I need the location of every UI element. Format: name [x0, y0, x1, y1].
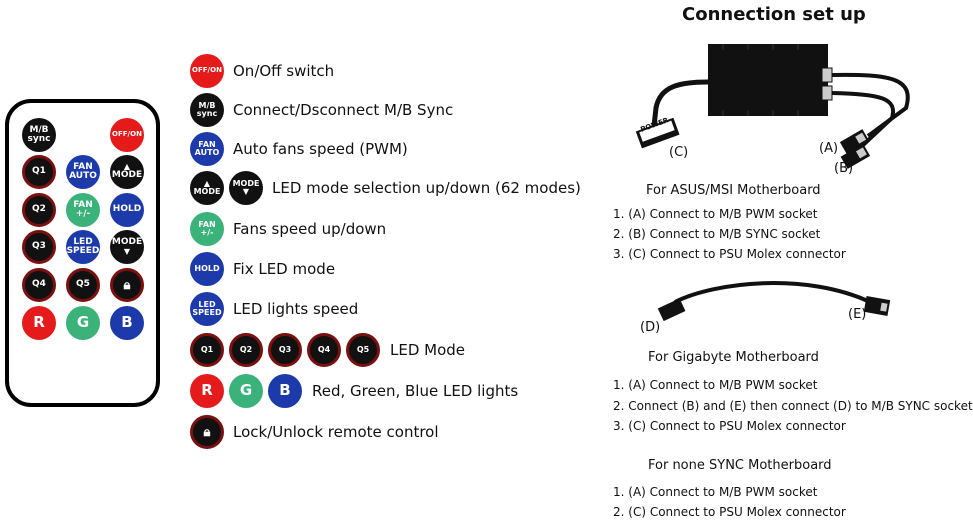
gigabyte-heading: For Gigabyte Motherboard [648, 350, 819, 365]
remote-mode-up-button[interactable]: ▲ MODE [110, 155, 144, 189]
remote-b-button[interactable]: B [110, 306, 144, 340]
legend-mode-label: LED mode selection up/down (62 modes) [272, 179, 581, 197]
label-d: (D) [640, 320, 661, 335]
lock-icon: 🔒︎ [123, 277, 131, 293]
remote-g-button[interactable]: G [66, 306, 100, 340]
power-connector [635, 117, 680, 149]
caret-down-icon: ▼ [123, 246, 131, 256]
remote-mode-down-label: MODE [111, 237, 143, 248]
legend-fan-pm-button: FAN +/- [190, 212, 224, 246]
legend-offon-label: On/Off switch [233, 62, 335, 80]
remote-r-button[interactable]: R [22, 306, 56, 340]
caret-up-icon: ▲ [203, 178, 211, 188]
asus-heading: For ASUS/MSI Motherboard [646, 183, 821, 198]
legend-hold-button: HOLD [190, 252, 224, 286]
legend-mode-down-button: MODE ▼ [229, 171, 263, 205]
caret-up-icon: ▲ [123, 162, 131, 172]
legend-g-button: G [229, 374, 263, 408]
connector-e [863, 296, 891, 316]
remote-sync-button[interactable]: M/B sync [22, 118, 56, 152]
gigabyte-step-1: 1. (A) Connect to M/B PWM socket [613, 378, 818, 392]
label-b: (B) [834, 161, 854, 176]
label-a: (A) [819, 141, 839, 156]
hub-box [708, 44, 828, 116]
legend-led-speed-label: LED lights speed [233, 300, 359, 318]
remote-lock-button[interactable]: 🔒︎ [110, 268, 144, 302]
legend-q2-button: Q2 [229, 333, 263, 367]
legend-hold-label: Fix LED mode [233, 260, 336, 278]
caret-down-icon: ▼ [242, 187, 250, 197]
sync-extension-cable [657, 281, 891, 322]
legend-led-speed-button: LED SPEED [190, 292, 224, 326]
none-sync-step-1: 1. (A) Connect to M/B PWM socket [613, 485, 818, 499]
connector-a [839, 129, 870, 155]
legend-sync-button: M/B sync [190, 93, 224, 127]
remote-hold-button[interactable]: HOLD [110, 193, 144, 227]
remote-mode-up-label: MODE [111, 170, 143, 181]
legend-r-button: R [190, 374, 224, 408]
connector-b [840, 143, 871, 169]
legend-lock-button: 🔒︎ [190, 415, 224, 449]
legend-fan-pm-label: Fans speed up/down [233, 220, 387, 238]
remote-fan-pm-button[interactable]: FAN +/- [66, 193, 100, 227]
legend-rgb-label: Red, Green, Blue LED lights [312, 382, 519, 400]
legend-led-mode-label: LED Mode [390, 341, 466, 359]
legend-mode-down-text: MODE [232, 178, 260, 188]
asus-step-2: 2. (B) Connect to M/B SYNC socket [613, 227, 821, 241]
asus-step-1: 1. (A) Connect to M/B PWM socket [613, 207, 818, 221]
legend-sync-label: Connect/Dsconnect M/B Sync [233, 101, 454, 119]
legend-q4-button: Q4 [307, 333, 341, 367]
remote-mode-down-button[interactable]: MODE ▼ [110, 230, 144, 264]
label-c: (C) [669, 145, 689, 160]
connector-d [657, 298, 686, 322]
legend-lock-label: Lock/Unlock remote control [233, 423, 439, 441]
legend-mode-up-text: MODE [193, 186, 221, 196]
remote-q4-button[interactable]: Q4 [22, 268, 56, 302]
remote-q1-button[interactable]: Q1 [22, 155, 56, 189]
remote-q3-button[interactable]: Q3 [22, 230, 56, 264]
gigabyte-step-3: 3. (C) Connect to PSU Molex connector [613, 419, 846, 433]
legend-offon-button: OFF/ON [190, 54, 224, 88]
remote-offon-button[interactable]: OFF/ON [110, 118, 144, 152]
legend-fan-auto-label: Auto fans speed (PWM) [233, 140, 408, 158]
legend-q3-button: Q3 [268, 333, 302, 367]
lock-icon: 🔒︎ [203, 424, 211, 440]
legend-b-button: B [268, 374, 302, 408]
legend-q1-button: Q1 [190, 333, 224, 367]
gigabyte-step-2: 2. Connect (B) and (E) then connect (D) … [613, 399, 973, 413]
remote-q5-button[interactable]: Q5 [66, 268, 100, 302]
asus-step-3: 3. (C) Connect to PSU Molex connector [613, 247, 846, 261]
label-e: (E) [848, 307, 867, 322]
fan-hub-diagram [635, 44, 910, 169]
none-sync-heading: For none SYNC Motherboard [648, 458, 832, 473]
connection-title: Connection set up [682, 4, 866, 25]
remote-fan-auto-button[interactable]: FAN AUTO [66, 155, 100, 189]
legend-mode-up-button: ▲ MODE [190, 171, 224, 205]
remote-led-speed-button[interactable]: LED SPEED [66, 230, 100, 264]
legend-q5-button: Q5 [346, 333, 380, 367]
legend-fan-auto-button: FAN AUTO [190, 132, 224, 166]
none-sync-step-2: 2. (C) Connect to PSU Molex connector [613, 505, 846, 519]
remote-q2-button[interactable]: Q2 [22, 193, 56, 227]
